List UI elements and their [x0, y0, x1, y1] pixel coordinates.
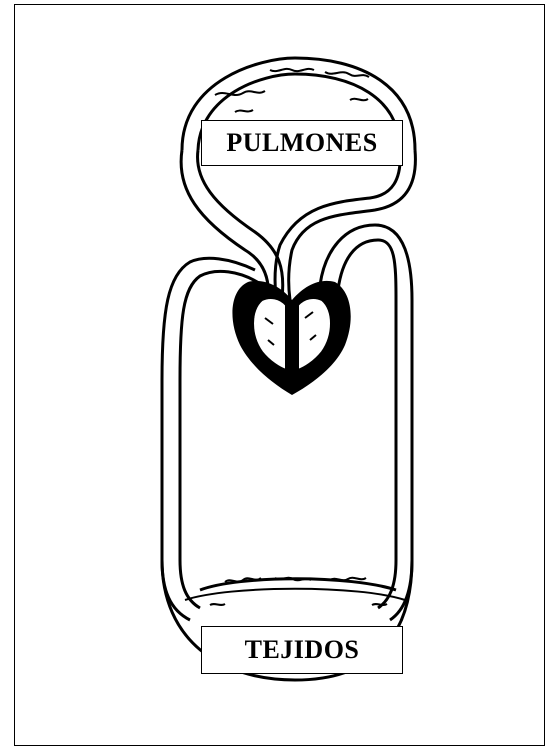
lungs-label: PULMONES [201, 120, 403, 166]
left-vessel-loop [162, 150, 283, 620]
heart [232, 281, 350, 395]
tissues-label: TEJIDOS [201, 626, 403, 674]
